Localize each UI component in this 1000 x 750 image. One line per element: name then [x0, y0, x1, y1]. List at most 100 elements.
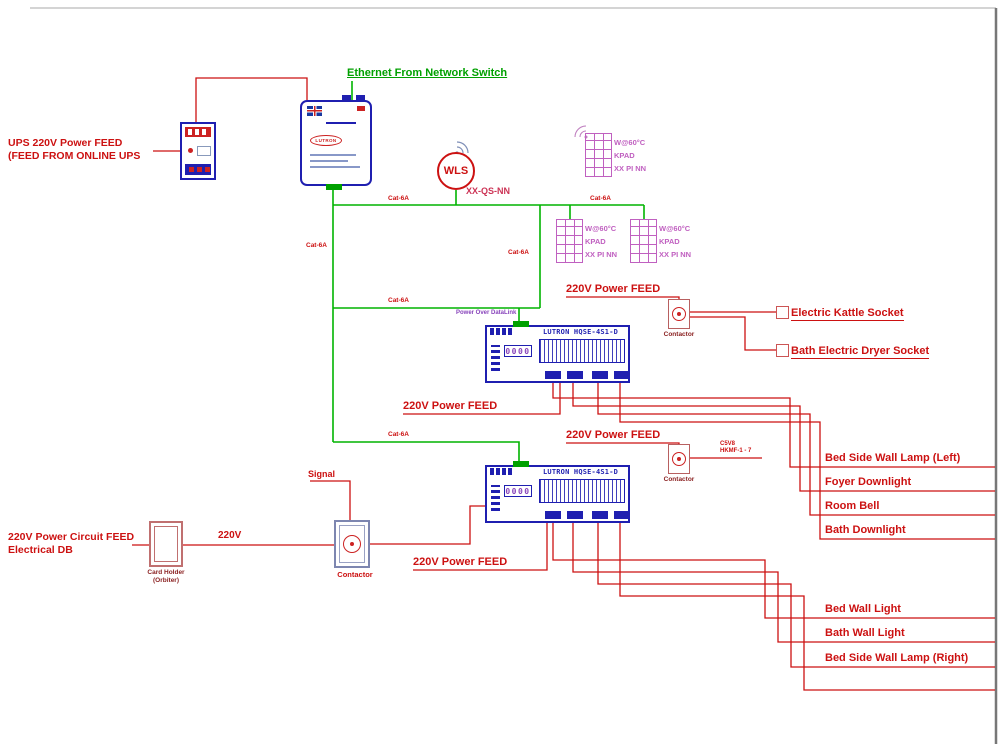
- power-feed-label-3: 220V Power FEED: [566, 429, 661, 441]
- wire-feed-to-module2: [413, 523, 548, 571]
- card-holder-label: Card Holder (Orbiter): [133, 569, 199, 585]
- lutron-module-1: LUTRON HQSE-4S1-D 0000: [485, 321, 630, 383]
- module2-terminal-strip: [539, 479, 625, 503]
- wls-wireless-link: WLS: [437, 152, 475, 190]
- module2-qs-connector: [513, 461, 529, 467]
- keypad-1-label: W@60°C KPAD XX PI NN: [614, 136, 646, 175]
- lutron-logo: LUTRON: [310, 135, 342, 146]
- keypad-1-line1: W@60°C: [614, 138, 646, 147]
- keypad-1-line2: KPAD: [614, 151, 635, 160]
- cat6-tag-1: Cat-6A: [388, 195, 409, 202]
- lutron-processor: LUTRON: [300, 95, 372, 190]
- module2-output-terminal-4: [614, 511, 630, 519]
- power-feed-label-2: 220V Power FEED: [403, 400, 498, 412]
- kettle-socket-box: [776, 306, 789, 319]
- contactor-2-note-line1: C5V8: [720, 441, 736, 447]
- wire-feed-to-module1: [403, 383, 561, 415]
- electrical-db-label-line1: 220V Power Circuit FEED: [8, 531, 135, 543]
- cat6-tag-5: Cat-6A: [388, 297, 409, 304]
- ups-indicator-dot: [188, 148, 193, 153]
- wire-module1-out1: [552, 383, 995, 468]
- module1-brand-label: LUTRON HQSE-4S1-D: [543, 328, 619, 336]
- processor-text-line-0: [326, 122, 356, 124]
- lutron-module-2: LUTRON HQSE-4S1-D 0000: [485, 461, 630, 523]
- module1-buttons: [491, 345, 500, 371]
- keypad-2-line3: XX PI NN: [585, 250, 618, 259]
- keypad-2-line2: KPAD: [585, 237, 606, 246]
- module2-output-terminal-3: [592, 511, 608, 519]
- load-label-foyer-downlight: Foyer Downlight: [825, 476, 912, 488]
- power-feed-label-1: 220V Power FEED: [566, 283, 661, 295]
- wls-label: WLS: [443, 165, 469, 177]
- keypad-3: [630, 219, 657, 263]
- ups-window: [197, 146, 211, 156]
- contactor-3-dot: [350, 542, 354, 546]
- module1-display: 0000: [504, 345, 532, 357]
- wls-arc-large: [456, 141, 469, 154]
- module1-datalink-note: Power Over DataLink: [456, 310, 517, 316]
- card-holder-label-line1: Card Holder: [147, 569, 185, 576]
- load-label-bed-side-wall-lamp-right: Bed Side Wall Lamp (Right): [825, 652, 969, 664]
- module2-ports: [490, 468, 512, 475]
- cat6-tag-4: Cat-6A: [508, 249, 529, 256]
- load-label-bed-side-wall-lamp-left: Bed Side Wall Lamp (Left): [825, 452, 961, 464]
- card-holder-device: [149, 521, 183, 567]
- keypad-arc-small: [579, 130, 587, 138]
- wire-contactor3-to-module2: [370, 505, 485, 545]
- processor-text-line-1: [310, 154, 356, 156]
- contactor-2-coil: [672, 452, 686, 466]
- ups-feed-label-line2: (FEED FROM ONLINE UPS: [8, 150, 141, 162]
- electrical-db-label-line2: Electrical DB: [8, 544, 73, 556]
- contactor-1-dot: [677, 312, 681, 316]
- module2-buttons: [491, 485, 500, 511]
- ups-breaker-device: [180, 122, 216, 180]
- wire-signal-drop: [310, 480, 351, 521]
- processor-port-1: [342, 95, 351, 102]
- module1-ports: [490, 328, 512, 335]
- wire-ups-to-processor: [195, 77, 308, 122]
- load-label-room-bell: Room Bell: [825, 500, 880, 512]
- module2-display: 0000: [504, 485, 532, 497]
- module1-output-terminal-2: [567, 371, 583, 379]
- contactor-3-label: Contactor: [337, 570, 373, 579]
- wire-module2-out4: [619, 523, 995, 691]
- sheet-border: [30, 7, 998, 744]
- keypad-3-line2: KPAD: [659, 237, 680, 246]
- processor-led: [357, 106, 365, 111]
- processor-text-line-2: [310, 160, 348, 162]
- module1-output-terminal-3: [592, 371, 608, 379]
- wire-feed-to-contactor2: [566, 442, 680, 444]
- flag-icon: [307, 106, 322, 116]
- card-holder-label-line2: (Orbiter): [153, 577, 179, 584]
- keypad-1: [585, 133, 612, 177]
- wire-feed-to-contactor1: [566, 296, 680, 299]
- contactor-2-note-line2: HKMF-1 - 7: [720, 448, 752, 454]
- wire-module1-out2: [572, 383, 995, 492]
- v220-tag: 220V: [218, 530, 242, 541]
- module2-brand-label: LUTRON HQSE-4S1-D: [543, 468, 619, 476]
- load-label-bath-downlight: Bath Downlight: [825, 524, 906, 536]
- contactor-2-dot: [677, 457, 681, 461]
- keypad-2: [556, 219, 583, 263]
- wire-qs-to-module2: [333, 441, 520, 462]
- wire-contactor1-to-dryer: [690, 316, 776, 351]
- contactor-2: [668, 444, 690, 474]
- wire-module2-out1: [552, 523, 995, 619]
- contactor-1-label: Contactor: [663, 331, 695, 338]
- red-power-wires: [132, 77, 995, 691]
- keypad-2-label: W@60°C KPAD XX PI NN: [585, 222, 617, 261]
- module1-output-terminal-4: [614, 371, 630, 379]
- kettle-socket-label: Electric Kattle Socket: [791, 307, 904, 321]
- module1-output-terminal-1: [545, 371, 561, 379]
- contactor-3-coil: [343, 535, 361, 553]
- load-label-bed-wall-light: Bed Wall Light: [825, 603, 901, 615]
- module1-terminal-strip: [539, 339, 625, 363]
- green-cat6-wires: [332, 81, 645, 462]
- cat6-tag-3: Cat-6A: [590, 195, 611, 202]
- wire-module1-out4: [619, 383, 995, 540]
- processor-text-line-3: [310, 166, 360, 168]
- signal-label: Signal: [308, 469, 336, 479]
- keypad-3-label: W@60°C KPAD XX PI NN: [659, 222, 691, 261]
- contactor-1: [668, 299, 690, 329]
